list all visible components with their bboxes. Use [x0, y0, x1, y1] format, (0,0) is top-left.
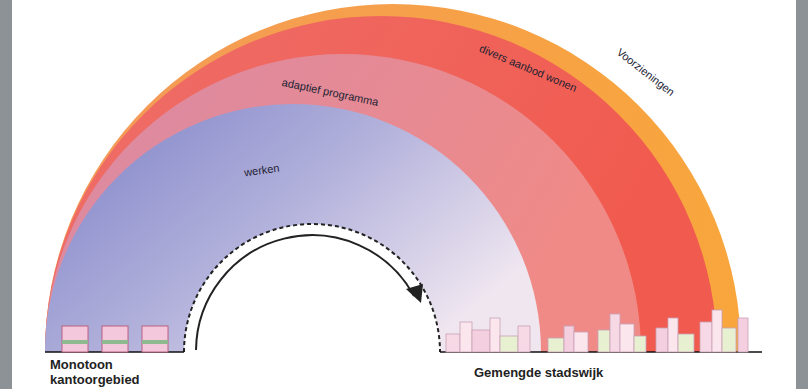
photo-edge [0, 0, 12, 389]
area-label: Monotoon kantoorgebied [50, 358, 170, 388]
arrow-head [406, 284, 423, 303]
photo-edge [796, 0, 808, 389]
city-skyline [446, 310, 748, 352]
band-orange [45, 4, 741, 352]
transition-arrow [196, 235, 414, 350]
office-blocks [62, 326, 168, 352]
rainbow-band: Voorzieningen [615, 46, 677, 98]
band-pink [45, 54, 641, 352]
dashed-arc [184, 224, 440, 352]
band-label: Voorzieningen [615, 46, 677, 98]
band-red [45, 16, 717, 352]
area-label: Gemengde stadswijk [474, 366, 694, 381]
inner-hole [184, 224, 440, 352]
band-blue [45, 104, 541, 352]
